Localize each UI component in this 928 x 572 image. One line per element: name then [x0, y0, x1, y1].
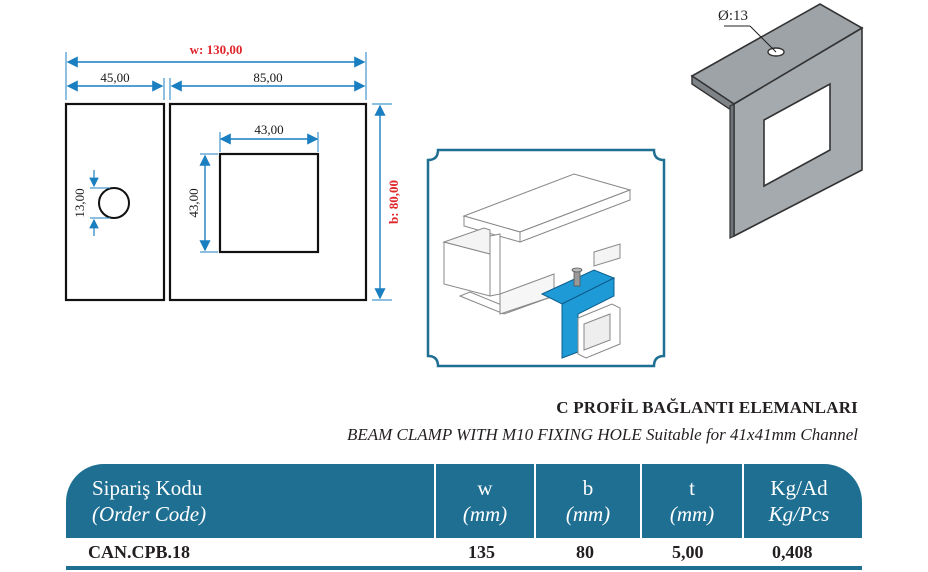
header-w: w (mm) [462, 476, 508, 526]
hole-diameter-label: Ø:13 [718, 8, 748, 24]
installation-illustration [426, 148, 666, 368]
header-t: t (mm) [669, 476, 715, 526]
spec-table-header: Sipariş Kodu (Order Code) w (mm) b (mm) … [66, 464, 862, 538]
hole-dimension: 13,00 [72, 188, 87, 217]
header-b: b (mm) [565, 476, 611, 526]
width-dimension: w: 130,00 [190, 42, 243, 57]
cell-code: CAN.CPB.18 [88, 542, 190, 562]
height-dimension: b: 80,00 [386, 180, 401, 224]
clamp-3d-view: Ø:13 [690, 3, 864, 239]
cell-b: 80 [576, 542, 594, 562]
header-weight: Kg/Ad Kg/Pcs [768, 476, 830, 526]
cell-weight: 0,408 [772, 542, 813, 562]
cell-w: 135 [468, 542, 495, 562]
square-height-dimension: 43,00 [186, 188, 201, 217]
header-order-code: Sipariş Kodu (Order Code) [92, 476, 207, 526]
flat-pattern-drawing: w: 130,00 45,00 85,00 13,00 43,00 43,00 … [64, 42, 401, 302]
product-subtitle: BEAM CLAMP WITH M10 FIXING HOLE Suitable… [346, 425, 858, 444]
left-width-dimension: 45,00 [100, 70, 129, 85]
table-row: CAN.CPB.18 135 80 5,00 0,408 [66, 540, 862, 566]
cell-t: 5,00 [672, 542, 704, 562]
square-width-dimension: 43,00 [254, 122, 283, 137]
product-title: C PROFİL BAĞLANTI ELEMANLARI [556, 398, 858, 417]
right-width-dimension: 85,00 [253, 70, 282, 85]
table-bottom-rule [66, 566, 862, 570]
